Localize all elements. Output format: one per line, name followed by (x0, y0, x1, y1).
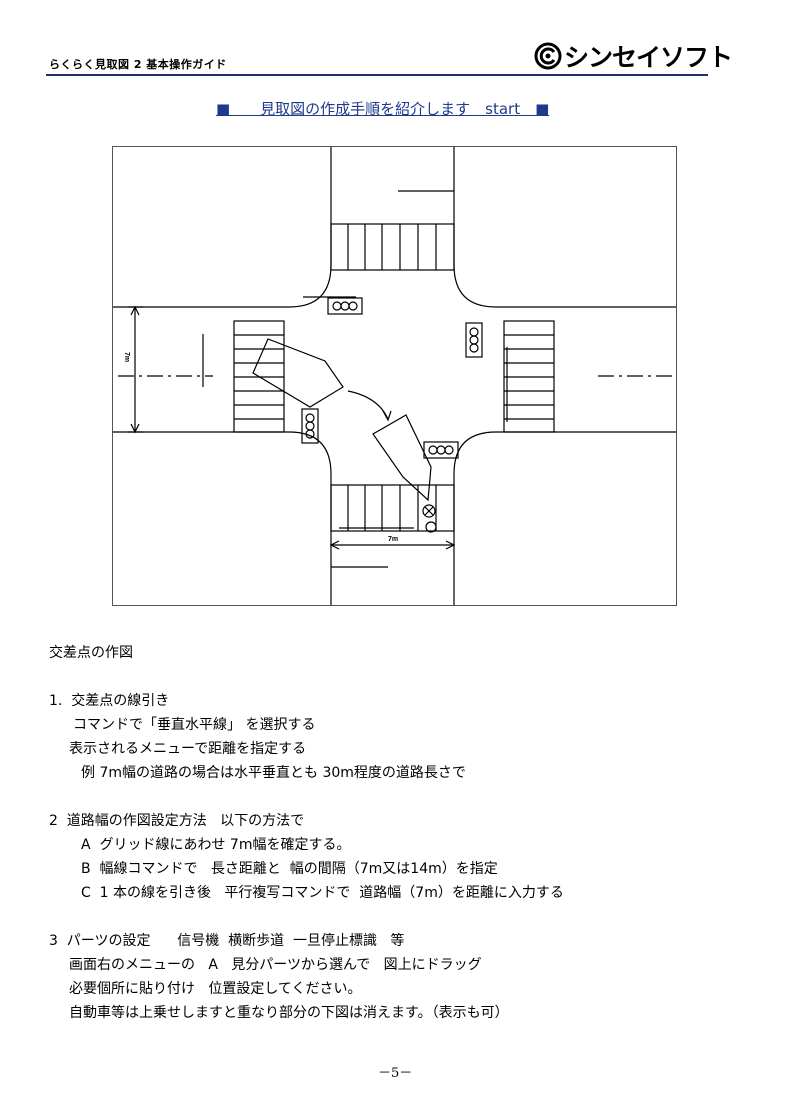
turn-arrow (347, 390, 389, 420)
crosswalk-top (330, 223, 455, 271)
brand-swirl-icon (534, 42, 562, 70)
section-title: 交差点の作図 (49, 645, 133, 661)
step-1-line-3: 例 7m幅の道路の場合は水平垂直とも 30m程度の道路長さで (81, 765, 466, 781)
traffic-signal-left (301, 408, 319, 444)
road-edge-top-right (453, 147, 676, 308)
step-3-title: 3 パーツの設定 信号機 横断歩道 一旦停止標識 等 (49, 933, 405, 949)
road-edge-bottom-right (453, 431, 676, 605)
intersection-drawing: 7m 7m (113, 147, 676, 605)
page-heading: ■ 見取図の作成手順を紹介します start ■ (216, 100, 550, 118)
crosswalk-bottom (330, 484, 455, 532)
brand-logo: シンセイソフト (534, 38, 733, 74)
traffic-signal-top (327, 297, 363, 315)
car-2 (372, 414, 432, 502)
page-number: －5－ (378, 1066, 413, 1081)
step-3-line-1: 画面右のメニューの A 見分パーツから選んで 図上にドラッグ (69, 957, 482, 973)
intersection-diagram: 7m 7m (112, 146, 677, 606)
step-1-line-1: コマンドで「垂直水平線」 を選択する (73, 717, 316, 733)
step-2-line-2: B 幅線コマンドで 長さ距離と 幅の間隔（7m又は14m）を指定 (81, 861, 498, 877)
dimension-label-horizontal: 7m (388, 536, 398, 543)
step-2-line-3: C 1 本の線を引き後 平行複写コマンドで 道路幅（7m）を距離に入力する (81, 885, 564, 901)
brand-name: シンセイソフト (564, 43, 733, 72)
guide-title: らくらく見取図 2 基本操作ガイド (49, 58, 227, 71)
step-1-line-2: 表示されるメニューで距離を指定する (69, 741, 307, 757)
stop-sign (422, 504, 436, 518)
road-edge-bottom-left (113, 431, 332, 605)
step-2-title: 2 道路幅の作図設定方法 以下の方法で (49, 813, 305, 829)
traffic-signal-right (465, 322, 483, 358)
step-1-title: 1. 交差点の線引き (49, 693, 170, 709)
traffic-signal-bottom (423, 441, 459, 459)
road-edge-top-left (113, 147, 332, 308)
dimension-label-vertical: 7m (123, 352, 130, 362)
step-3-line-3: 自動車等は上乗せしますと重なり部分の下図は消えます。（表示も可） (69, 1005, 509, 1021)
car-1 (252, 338, 344, 408)
step-3-line-2: 必要個所に貼り付け 位置設定してください。 (69, 981, 362, 997)
step-2-line-1: A グリッド線にあわせ 7m幅を確定する。 (81, 837, 351, 853)
header-divider (46, 74, 708, 76)
